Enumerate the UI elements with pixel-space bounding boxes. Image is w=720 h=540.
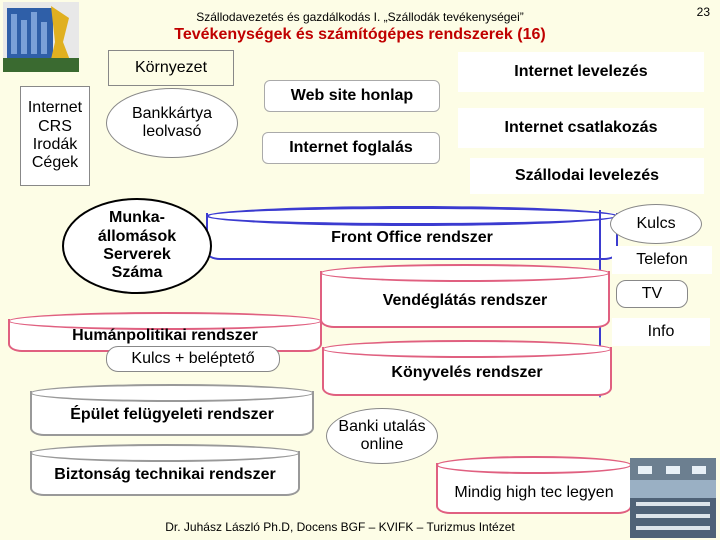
- internet-connection-box: Internet csatlakozás: [458, 108, 704, 148]
- conference-room-image: [630, 458, 716, 538]
- hotel-email-box: Szállodai levelezés: [470, 158, 704, 194]
- page-title: Tevékenységek és számítógépes rendszerek…: [174, 26, 546, 43]
- bank-transfer-line: online: [360, 436, 404, 453]
- info-label: Info: [612, 318, 710, 346]
- bank-transfer-oval: Banki utalás online: [326, 408, 438, 464]
- logo-icon: [3, 2, 79, 72]
- restaurant-cylinder: Vendéglátás rendszer: [320, 264, 610, 328]
- internet-email-box: Internet levelezés: [458, 52, 704, 92]
- environment-box: Környezet: [108, 50, 234, 86]
- front-office-label: Front Office rendszer: [331, 229, 493, 246]
- internet-crs-line: Cégek: [31, 154, 79, 172]
- accounting-label: Könyvelés rendszer: [391, 364, 543, 381]
- internet-crs-line: Irodák: [32, 136, 78, 153]
- phone-label: Telefon: [612, 246, 712, 274]
- course-title: Szállodavezetés és gazdálkodás I. „Száll…: [196, 10, 524, 24]
- hr-label: Humánpolitikai rendszer: [72, 327, 258, 344]
- card-reader-line: Bankkártya: [131, 104, 213, 122]
- logo-image: [3, 2, 79, 72]
- card-reader-oval: Bankkártya leolvasó: [106, 88, 238, 158]
- internet-crs-box: Internet CRS Irodák Cégek: [20, 86, 90, 186]
- web-site-box: Web site honlap: [264, 80, 440, 112]
- high-tech-label: Mindig high tec legyen: [454, 484, 614, 501]
- page-number: 23: [696, 5, 710, 19]
- workstations-line: Száma: [111, 264, 163, 282]
- building-cylinder: Épület felügyeleti rendszer: [30, 384, 314, 436]
- front-office-cylinder: Front Office rendszer: [206, 206, 618, 260]
- building-label: Épület felügyeleti rendszer: [70, 406, 274, 423]
- restaurant-label: Vendéglátás rendszer: [382, 292, 548, 309]
- bank-transfer-line: Banki utalás: [338, 417, 426, 435]
- internet-crs-line: CRS: [38, 117, 72, 135]
- key-access-box: Kulcs + beléptető: [106, 346, 280, 372]
- footer-author: Dr. Juhász László Ph.D, Docens BGF – KVI…: [165, 520, 515, 534]
- workstations-line: Munka-: [109, 209, 165, 227]
- internet-booking-box: Internet foglalás: [262, 132, 440, 164]
- card-reader-line: leolvasó: [142, 123, 202, 140]
- accounting-cylinder: Könyvelés rendszer: [322, 340, 612, 396]
- internet-crs-line: Internet: [27, 99, 83, 117]
- high-tech-cylinder: Mindig high tec legyen: [436, 456, 632, 514]
- workstations-line: állomások: [97, 227, 177, 245]
- workstations-oval: Munka- állomások Serverek Száma: [62, 198, 212, 294]
- workstations-line: Serverek: [103, 246, 171, 263]
- security-label: Biztonság technikai rendszer: [54, 466, 276, 483]
- security-cylinder: Biztonság technikai rendszer: [30, 444, 300, 496]
- tv-label: TV: [616, 280, 688, 308]
- key-label-oval: Kulcs: [610, 204, 702, 244]
- conference-room-photo: [630, 458, 716, 538]
